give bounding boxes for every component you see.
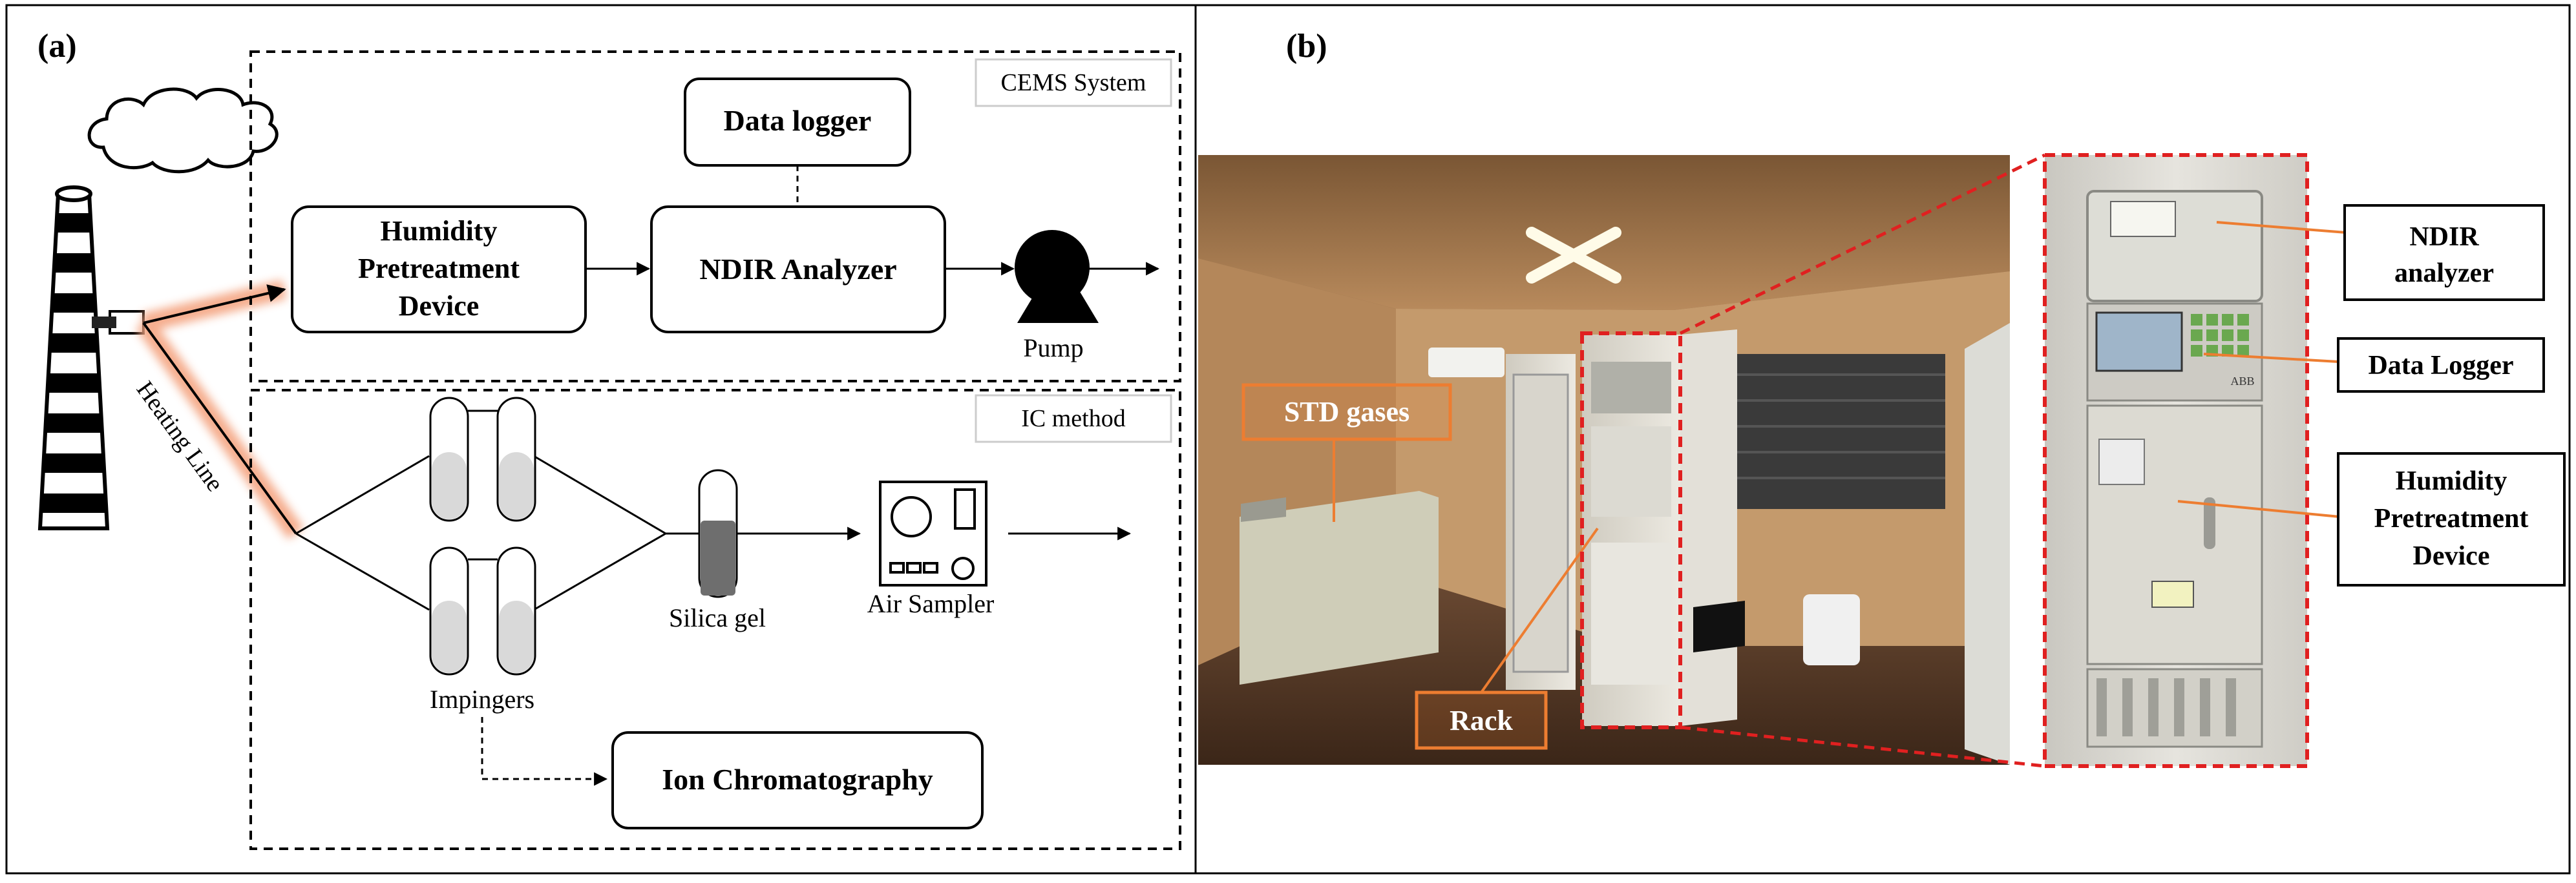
ic-method-box bbox=[249, 389, 1181, 850]
chimney-band bbox=[45, 413, 102, 433]
impinger-tubes bbox=[429, 397, 536, 676]
chimney-band bbox=[47, 373, 100, 393]
silica-gel-tube bbox=[698, 469, 738, 598]
ion-chromatography-box bbox=[611, 731, 984, 829]
humidity-callout-line-2: Pretreatment bbox=[2374, 504, 2529, 534]
figure-frame bbox=[5, 4, 2571, 875]
chimney-band bbox=[56, 213, 92, 233]
arrow-impingers-to-ic bbox=[481, 717, 608, 786]
pump-label: Pump bbox=[1023, 333, 1083, 362]
ic-title-box bbox=[975, 394, 1172, 443]
keypad-key bbox=[2191, 329, 2202, 341]
chimney-icon bbox=[37, 87, 279, 530]
flowmeter bbox=[2096, 678, 2107, 736]
keypad-key bbox=[2191, 314, 2202, 326]
chimney-band bbox=[41, 493, 107, 513]
keypad-key bbox=[2237, 314, 2249, 326]
rack-label: Rack bbox=[1450, 705, 1513, 736]
ndir-callout-line-2: analyzer bbox=[2394, 258, 2494, 288]
std-gases-label: STD gases bbox=[1284, 396, 1409, 428]
rack-highlight bbox=[1580, 331, 1682, 729]
zoom-line-top bbox=[1679, 153, 2046, 335]
air-sampler-label: Air Sampler bbox=[867, 589, 995, 618]
room-photo bbox=[1198, 155, 2010, 765]
ndir-callout bbox=[2343, 204, 2545, 301]
ndir-analyzer-label: NDIR Analyzer bbox=[699, 253, 896, 286]
flowmeter bbox=[2200, 678, 2210, 736]
humidity-device-callout bbox=[2337, 452, 2566, 587]
probe bbox=[92, 317, 116, 328]
cems-system-box bbox=[249, 50, 1181, 382]
std-gases-callout bbox=[1241, 383, 1452, 441]
ic-title: IC method bbox=[1021, 405, 1125, 432]
keypad-key bbox=[2222, 314, 2233, 326]
silica-gel-label: Silica gel bbox=[669, 603, 766, 632]
zoom-callout-leaders bbox=[2177, 221, 2347, 518]
keypad-key bbox=[2206, 314, 2218, 326]
data-logger-callout bbox=[2337, 337, 2545, 393]
flowmeter bbox=[2122, 678, 2133, 736]
air-sampler-icon bbox=[879, 481, 987, 587]
humidity-device-line-2: Pretreatment bbox=[358, 253, 520, 284]
rack-callout bbox=[1415, 691, 1548, 750]
data-logger-callout-label: Data Logger bbox=[2368, 351, 2513, 380]
chimney-band bbox=[43, 453, 105, 473]
keypad-key bbox=[2206, 329, 2218, 341]
keypad-key bbox=[2237, 345, 2249, 357]
impinger-manifold bbox=[295, 455, 1132, 611]
keypad-key bbox=[2222, 329, 2233, 341]
humidity-callout-line-1: Humidity bbox=[2396, 466, 2507, 496]
impingers-label: Impingers bbox=[430, 685, 534, 714]
zoom-line-bottom bbox=[1680, 725, 2045, 768]
cems-title-box bbox=[975, 58, 1172, 107]
cems-title: CEMS System bbox=[1001, 69, 1146, 96]
panel-b-label: (b) bbox=[1286, 28, 1327, 65]
humidity-device-line-3: Device bbox=[399, 290, 480, 322]
flowmeter bbox=[2226, 678, 2236, 736]
chimney-band bbox=[49, 333, 98, 353]
pump-icon bbox=[1015, 230, 1099, 323]
flowmeter bbox=[2174, 678, 2184, 736]
humidity-device-line-1: Humidity bbox=[381, 215, 498, 247]
humidity-callout-line-3: Device bbox=[2413, 541, 2490, 571]
panel-a-label: (a) bbox=[37, 28, 77, 65]
rack-zoom-photo: ABB bbox=[2045, 155, 2307, 766]
keypad-key bbox=[2237, 329, 2249, 341]
ndir-callout-line-1: NDIR bbox=[2409, 222, 2479, 252]
data-logger-label: Data logger bbox=[724, 104, 872, 137]
chimney-band bbox=[54, 253, 94, 273]
ion-chromatography-label: Ion Chromatography bbox=[662, 763, 933, 796]
keypad-key bbox=[2191, 345, 2202, 357]
logger-screen-text: ABB bbox=[2230, 375, 2254, 388]
heating-line bbox=[135, 280, 304, 539]
flowmeter bbox=[2148, 678, 2159, 736]
chimney-band bbox=[52, 293, 96, 313]
keypad-key bbox=[2222, 345, 2233, 357]
